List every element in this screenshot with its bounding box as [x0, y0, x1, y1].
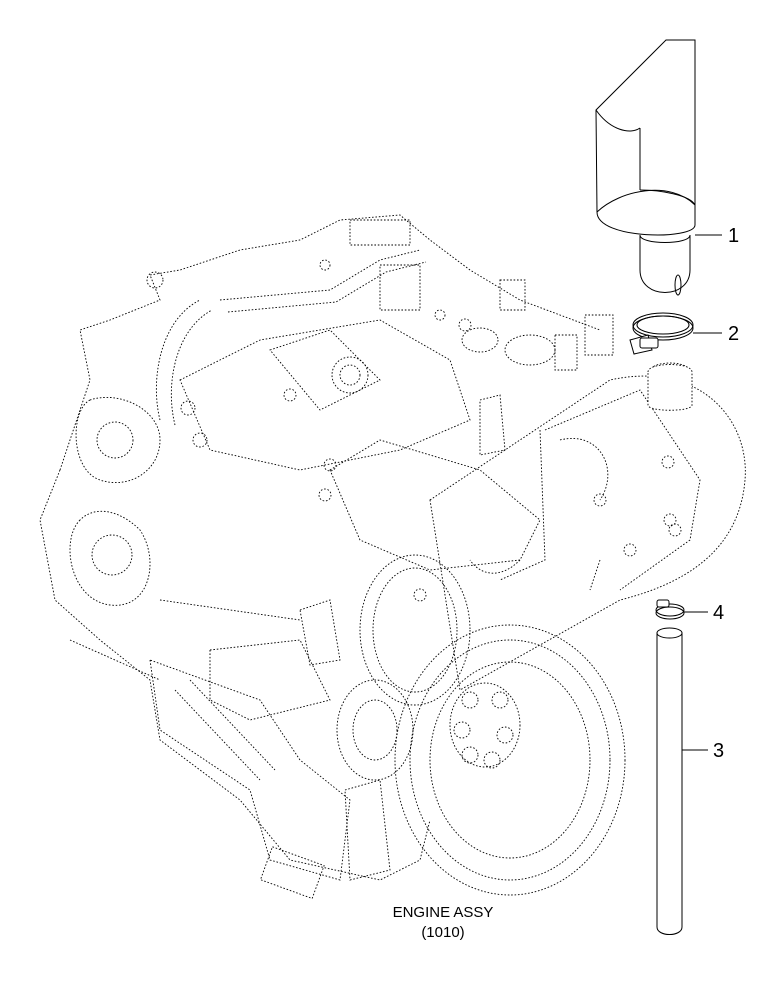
- leader-lines: [682, 234, 722, 751]
- caption-title: ENGINE ASSY: [392, 904, 494, 921]
- callout-3: 3: [713, 740, 725, 762]
- crank-pulley: [336, 679, 414, 781]
- engine-block-outline: [39, 469, 431, 881]
- part-3-drain-tube: [656, 627, 683, 935]
- callout-1: 1: [728, 225, 740, 247]
- caption-part-number: (1010): [421, 924, 465, 941]
- part-2-hose-clamp: [629, 312, 694, 355]
- exhaust-housing: [429, 375, 746, 691]
- alternator: [75, 396, 161, 484]
- rocker-cover: [179, 319, 471, 471]
- part-4-small-clamp: [655, 599, 685, 620]
- flywheel: [394, 624, 626, 896]
- callout-2: 2: [728, 323, 740, 345]
- starter-motor: [209, 639, 331, 721]
- callout-4: 4: [713, 602, 725, 624]
- engine-assembly: [39, 214, 746, 900]
- part-1-exhaust-elbow: [595, 39, 696, 296]
- oil-pan: [149, 659, 351, 881]
- exhaust-manifold: [329, 439, 541, 571]
